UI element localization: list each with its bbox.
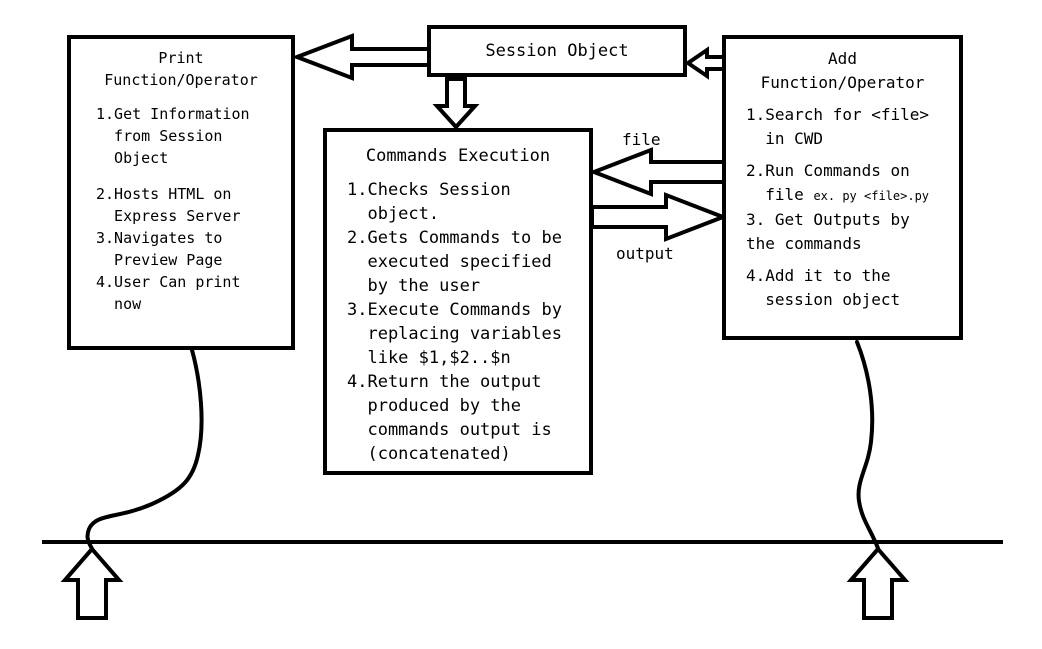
output-arrow (590, 192, 729, 242)
list-item: 1.Checks Session object. (347, 180, 511, 224)
print-box-title-line2: Function/Operator (104, 71, 258, 89)
add-box-title-line2: Function/Operator (760, 73, 925, 92)
print-box-title: Print Function/Operator (96, 47, 266, 91)
item-note: ex. py <file>.py (813, 189, 930, 203)
session-box-title: Session Object (485, 41, 629, 61)
file-arrow-label: file (622, 130, 661, 149)
session-object-box: Session Object (427, 25, 687, 77)
commands-execution-box: Commands Execution 1.Checks Session obje… (323, 128, 593, 475)
add-box-title-line1: Add (828, 49, 857, 68)
session-to-commands-arrow (432, 77, 480, 130)
add-to-session-arrow (684, 46, 726, 80)
commands-box-title: Commands Execution (365, 146, 551, 166)
list-item: 1.Get Information from Session Object (96, 105, 250, 167)
output-arrow-label: output (616, 244, 674, 263)
left-up-arrow (60, 545, 124, 620)
list-item: 3.Navigates to Preview Page (96, 229, 223, 269)
print-box-title-line1: Print (158, 49, 204, 67)
list-item: 3. Get Outputs by the commands (746, 210, 910, 253)
print-function-box: Print Function/Operator 1.Get Informatio… (67, 35, 295, 350)
list-item: 2.Hosts HTML on Express Server (96, 185, 241, 225)
list-item: 2.Gets Commands to be executed specified… (347, 228, 562, 296)
file-arrow (588, 147, 726, 197)
list-item: 4.Return the output produced by the comm… (347, 372, 552, 464)
list-item: 1.Search for <file> in CWD (746, 105, 930, 148)
item-text: 2.Run Commands on file (746, 161, 910, 204)
list-item: 4.User Can print now (96, 273, 241, 313)
right-up-arrow (846, 545, 910, 620)
add-curve-connector (855, 340, 881, 553)
list-item: 4.Add it to the session object (746, 266, 901, 309)
add-function-box: Add Function/Operator 1.Search for <file… (722, 35, 963, 340)
list-item: 2.Run Commands on file ex. py <file>.py (746, 159, 939, 208)
session-to-print-arrow (291, 33, 431, 81)
list-item: 3.Execute Commands by replacing variable… (347, 300, 562, 368)
add-box-title: Add Function/Operator (746, 47, 939, 95)
print-curve-connector (85, 348, 204, 553)
